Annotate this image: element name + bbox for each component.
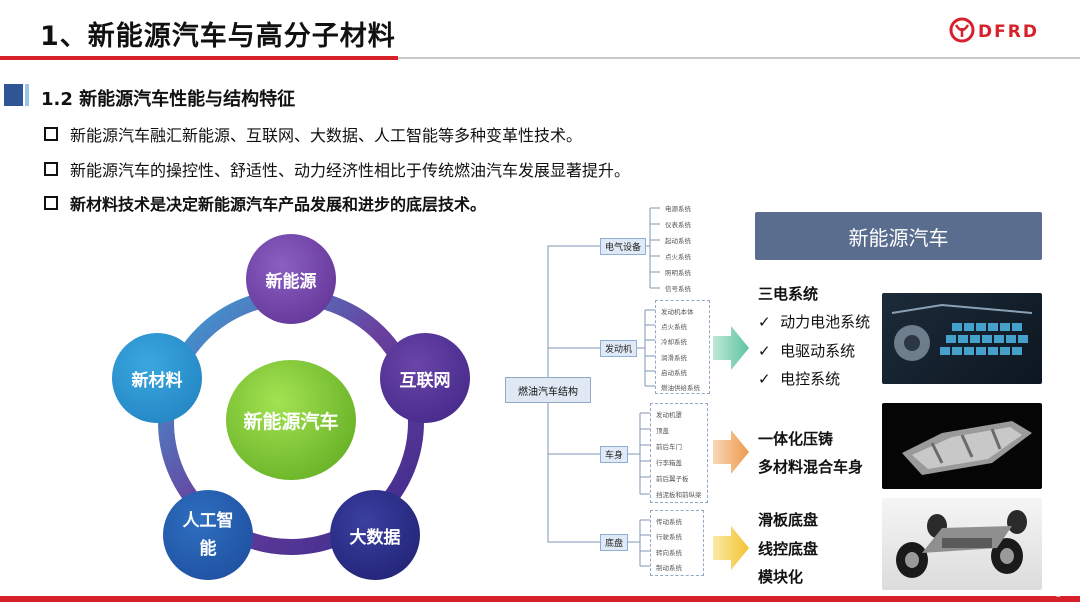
node-new-energy: 新能源 xyxy=(246,234,336,324)
check-icon: ✓ xyxy=(758,313,771,331)
tree-leaf: 信号系统 xyxy=(665,285,691,293)
tree-branch-body: 车身 xyxy=(600,446,629,463)
tree-branch-engine: 发动机 xyxy=(600,340,638,357)
arrow-right-icon xyxy=(713,326,749,370)
body-item: 多材料混合车身 xyxy=(758,458,864,476)
tree-leaf: 制动系统 xyxy=(656,564,682,572)
tree-branch-chassis: 底盘 xyxy=(600,534,629,551)
tree-root: 燃油汽车结构 xyxy=(505,377,591,403)
bullet-square-icon xyxy=(44,196,58,210)
node-new-materials: 新材料 xyxy=(112,333,202,423)
chassis-item: 滑板底盘 xyxy=(758,511,819,529)
tree-leaf: 冷却系统 xyxy=(661,338,687,346)
tree-leaf: 传动系统 xyxy=(656,518,682,526)
tree-leaf: 挡泥板和前纵梁 xyxy=(656,491,702,499)
tree-leaf: 顶盖 xyxy=(656,427,669,435)
tree-leaf: 燃油供给系统 xyxy=(661,384,700,392)
section-marker xyxy=(4,84,29,108)
leaf-group-electrical: 电源系统 仪表系统 起动系统 点火系统 照明系统 信号系统 xyxy=(660,200,712,294)
brand-logo: DFRD xyxy=(948,15,1048,45)
tree-leaf: 起动系统 xyxy=(665,237,691,245)
tree-leaf: 行李箱盖 xyxy=(656,459,682,467)
leaf-group-body: 发动机罩 顶盖 前后车门 行李箱盖 前后翼子板 挡泥板和前纵梁 xyxy=(650,403,708,503)
tree-leaf: 发动机本体 xyxy=(661,308,694,316)
body-item: 一体化压铸 xyxy=(758,430,834,448)
bullet-item: 新能源汽车的操控性、舒适性、动力经济性相比于传统燃油汽车发展显著提升。 xyxy=(44,157,630,181)
chassis-item: 线控底盘 xyxy=(758,540,819,558)
bullet-item: 新材料技术是决定新能源汽车产品发展和进步的底层技术。 xyxy=(44,191,486,215)
arrow-right-icon xyxy=(713,526,749,570)
tree-leaf: 点火系统 xyxy=(661,323,687,331)
tree-branch-electrical: 电气设备 xyxy=(600,238,647,255)
node-big-data: 大数据 xyxy=(330,490,420,580)
check-icon: ✓ xyxy=(758,342,771,360)
tree-leaf: 润滑系统 xyxy=(661,354,687,362)
leaf-group-engine: 发动机本体 点火系统 冷却系统 润滑系统 启动系统 燃油供给系统 xyxy=(655,300,710,394)
skateboard-chassis-image xyxy=(882,498,1042,590)
checklist-item: ✓ 电驱动系统 xyxy=(758,342,856,360)
node-ai: 人工智 能 xyxy=(163,490,253,580)
tree-leaf: 行驶系统 xyxy=(656,533,682,541)
three-electric-heading: 三电系统 xyxy=(758,285,819,303)
header-rule-gray xyxy=(398,57,1080,59)
svg-text:DFRD: DFRD xyxy=(978,22,1039,42)
tree-leaf: 转向系统 xyxy=(656,549,682,557)
checklist-item: ✓ 电控系统 xyxy=(758,370,841,388)
page-title: 1、新能源汽车与高分子材料 xyxy=(40,21,396,52)
leaf-group-chassis: 传动系统 行驶系统 转向系统 制动系统 xyxy=(650,510,704,576)
check-icon: ✓ xyxy=(758,370,771,388)
node-internet: 互联网 xyxy=(380,333,470,423)
page-number: 2 xyxy=(1056,590,1062,599)
tree-leaf: 照明系统 xyxy=(665,269,691,277)
tree-leaf: 前后翼子板 xyxy=(656,475,689,483)
arrow-right-icon xyxy=(713,430,749,474)
tree-leaf: 电源系统 xyxy=(665,205,691,213)
chassis-item: 模块化 xyxy=(758,568,804,586)
header-rule-red xyxy=(0,56,398,60)
bullet-item: 新能源汽车融汇新能源、互联网、大数据、人工智能等多种变革性技术。 xyxy=(44,122,582,146)
footer-bar xyxy=(0,596,1080,602)
tree-leaf: 点火系统 xyxy=(665,253,691,261)
battery-system-image xyxy=(882,293,1042,384)
tree-leaf: 发动机罩 xyxy=(656,411,682,419)
checklist-item: ✓ 动力电池系统 xyxy=(758,313,871,331)
tree-leaf: 启动系统 xyxy=(661,369,687,377)
center-node: 新能源汽车 xyxy=(226,360,356,480)
die-cast-body-image xyxy=(882,403,1042,489)
tree-leaf: 仪表系统 xyxy=(665,221,691,229)
nev-title-box: 新能源汽车 xyxy=(755,212,1042,260)
tree-connectors xyxy=(547,207,660,567)
bullet-square-icon xyxy=(44,162,58,176)
bullet-square-icon xyxy=(44,127,58,141)
section-subtitle: 1.2 新能源汽车性能与结构特征 xyxy=(41,89,296,110)
tree-leaf: 前后车门 xyxy=(656,443,682,451)
